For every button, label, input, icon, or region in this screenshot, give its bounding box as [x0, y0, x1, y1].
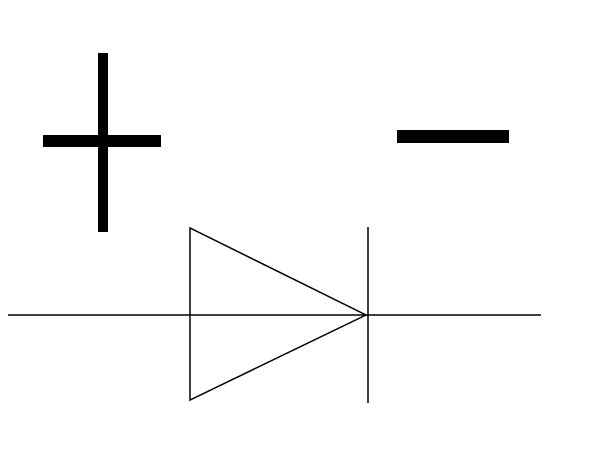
diode-anode-triangle — [189, 226, 368, 402]
minus-symbol-bar — [397, 130, 509, 143]
plus-symbol-horizontal-bar — [43, 135, 161, 147]
